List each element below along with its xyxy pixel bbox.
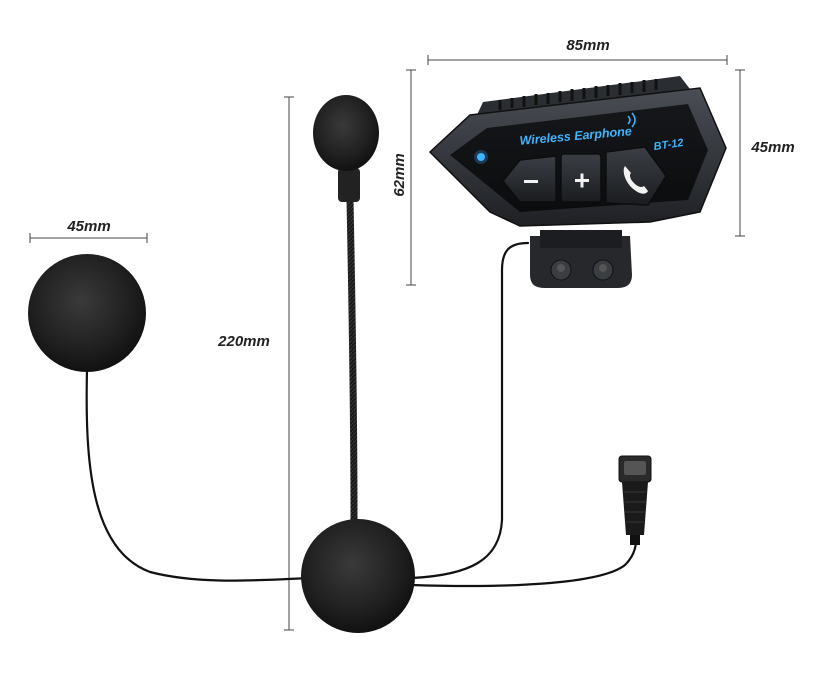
mount-clamp [530, 230, 632, 288]
cables [85, 241, 638, 588]
dimension-module-depth [735, 69, 745, 237]
dimension-speaker-diameter-label: 45mm [66, 218, 110, 235]
speaker-left [28, 254, 146, 372]
dimension-module-depth-label: 45mm [750, 139, 794, 156]
status-led [477, 153, 485, 161]
volume-down-button[interactable] [502, 155, 557, 203]
dimension-cable-length [284, 96, 294, 631]
dimension-speaker-diameter [29, 233, 148, 243]
microphone [313, 95, 379, 521]
phone-icon [623, 166, 648, 194]
dimension-cable-length-label: 220mm [217, 333, 270, 350]
model-label: BT-12 [653, 137, 684, 153]
dimension-module-height-label: 62mm [391, 153, 408, 196]
wireless-signal-icon [627, 112, 636, 128]
bluetooth-module: Wireless Earphone BT-12 [428, 76, 727, 288]
volume-up-button[interactable] [560, 153, 602, 203]
dimension-module-width-label: 85mm [566, 37, 609, 54]
call-button[interactable] [605, 146, 667, 206]
dimension-module-height [406, 69, 416, 286]
connector-plug [618, 455, 652, 545]
speaker-right [301, 519, 415, 633]
dimension-module-width [427, 55, 728, 65]
